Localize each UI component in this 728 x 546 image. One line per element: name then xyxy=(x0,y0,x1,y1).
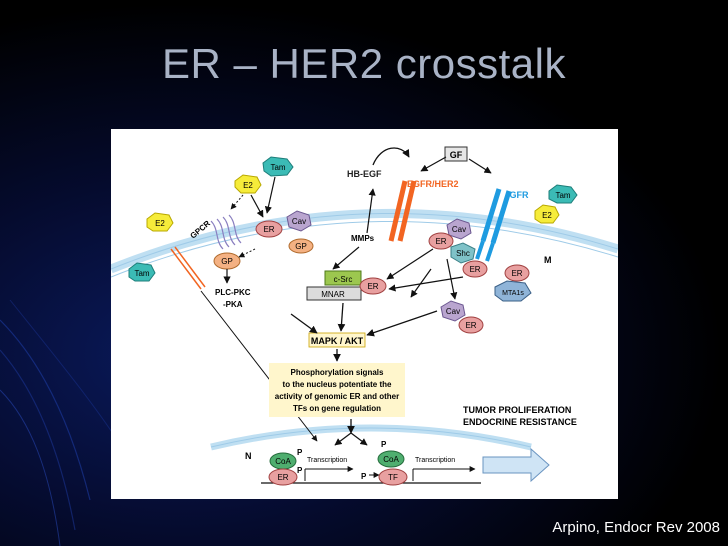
svg-text:Shc: Shc xyxy=(456,249,470,258)
svg-text:c-Src: c-Src xyxy=(334,275,353,284)
mmps-label: MMPs xyxy=(351,234,375,243)
svg-text:Tam: Tam xyxy=(134,269,149,278)
e2-molecule-top xyxy=(234,174,262,194)
svg-text:Tam: Tam xyxy=(270,163,285,172)
slide-title: ER – HER2 crosstalk xyxy=(162,40,566,87)
svg-text:Tam: Tam xyxy=(555,191,570,200)
tam-molecule-left xyxy=(128,262,156,282)
er-protein-1 xyxy=(255,220,283,238)
tam-molecule-right xyxy=(548,184,578,204)
coa-protein-2 xyxy=(377,450,405,468)
svg-text:Cav: Cav xyxy=(452,225,466,234)
svg-text:GP: GP xyxy=(221,257,233,266)
svg-text:CoA: CoA xyxy=(383,455,399,464)
pka-label: -PKA xyxy=(223,300,243,309)
er-protein-nucleus xyxy=(268,468,298,486)
cav-protein-3 xyxy=(440,300,466,322)
svg-text:ER: ER xyxy=(469,265,480,274)
svg-text:CoA: CoA xyxy=(275,457,291,466)
shc-protein xyxy=(450,242,476,264)
svg-text:ER: ER xyxy=(465,321,476,330)
svg-text:E2: E2 xyxy=(542,211,552,220)
crosstalk-diagram: GF HB-EGF EGFR/HER2 IGFR Tam E2 Tam E2 xyxy=(111,129,618,499)
gf-label: GF xyxy=(450,150,463,160)
tumor-line-1: TUMOR PROLIFERATION xyxy=(463,405,571,415)
tumor-line-2: ENDOCRINE RESISTANCE xyxy=(463,417,577,427)
citation-credit: Arpino, Endocr Rev 2008 xyxy=(552,519,720,536)
plc-pkc-label: PLC-PKC xyxy=(215,288,251,297)
svg-text:ER: ER xyxy=(435,237,446,246)
svg-text:E2: E2 xyxy=(243,181,253,190)
hb-egf-label: HB-EGF xyxy=(347,169,382,179)
phosphorylation-box xyxy=(269,363,405,417)
egfr-her2-label: EGFR/HER2 xyxy=(407,179,459,189)
svg-text:P: P xyxy=(297,466,303,475)
gp-protein-top xyxy=(288,238,314,254)
svg-text:ER: ER xyxy=(277,473,288,482)
phospho-line-1: Phosphorylation signals xyxy=(291,368,384,377)
mapk-akt-box xyxy=(308,332,366,348)
diagram-canvas: GF HB-EGF EGFR/HER2 IGFR Tam E2 Tam E2 xyxy=(111,146,618,486)
svg-text:MAPK / AKT: MAPK / AKT xyxy=(311,336,364,346)
svg-text:P: P xyxy=(381,440,387,449)
igfr-label: IGFR xyxy=(507,190,529,200)
er-protein-center xyxy=(359,277,387,295)
e2-molecule-right xyxy=(534,204,560,224)
m-label: M xyxy=(544,255,552,265)
svg-text:P: P xyxy=(361,472,367,481)
tam-molecule-top xyxy=(262,156,294,177)
tf-protein xyxy=(378,468,408,486)
svg-text:ER: ER xyxy=(263,225,274,234)
svg-text:E2: E2 xyxy=(155,219,165,228)
c-src-box xyxy=(324,270,362,286)
er-protein-5 xyxy=(458,316,484,334)
svg-text:ER: ER xyxy=(511,269,522,278)
egfr-receptor-bar xyxy=(388,180,408,242)
svg-text:Cav: Cav xyxy=(292,217,306,226)
mnar-box xyxy=(306,286,362,301)
transcription-label-2: Transcription xyxy=(415,457,455,464)
cav-protein-1 xyxy=(286,210,312,232)
gpcr-receptor xyxy=(210,214,242,250)
svg-text:MNAR: MNAR xyxy=(321,290,345,299)
phospho-line-3: activity of genomic ER and other xyxy=(275,392,399,401)
er-protein-2 xyxy=(428,232,454,250)
svg-text:GP: GP xyxy=(295,242,307,251)
igfr-receptor-bar xyxy=(480,188,502,242)
svg-text:MTA1s: MTA1s xyxy=(502,290,524,297)
svg-text:Cav: Cav xyxy=(446,307,460,316)
phospho-line-2: to the nucleus potentiate the xyxy=(283,380,392,389)
mta1s-protein xyxy=(494,280,532,302)
svg-text:ER: ER xyxy=(367,282,378,291)
transcription-label-1: Transcription xyxy=(307,457,347,464)
er-protein-3 xyxy=(462,260,488,278)
gf-box xyxy=(444,146,468,162)
e2-molecule-left xyxy=(146,212,174,232)
svg-text:P: P xyxy=(297,448,303,457)
output-arrow xyxy=(482,447,550,483)
er-protein-4 xyxy=(504,264,530,282)
svg-text:TF: TF xyxy=(388,473,398,482)
nucleus-label: N xyxy=(245,451,252,461)
phospho-line-4: TFs on gene regulation xyxy=(293,404,381,413)
